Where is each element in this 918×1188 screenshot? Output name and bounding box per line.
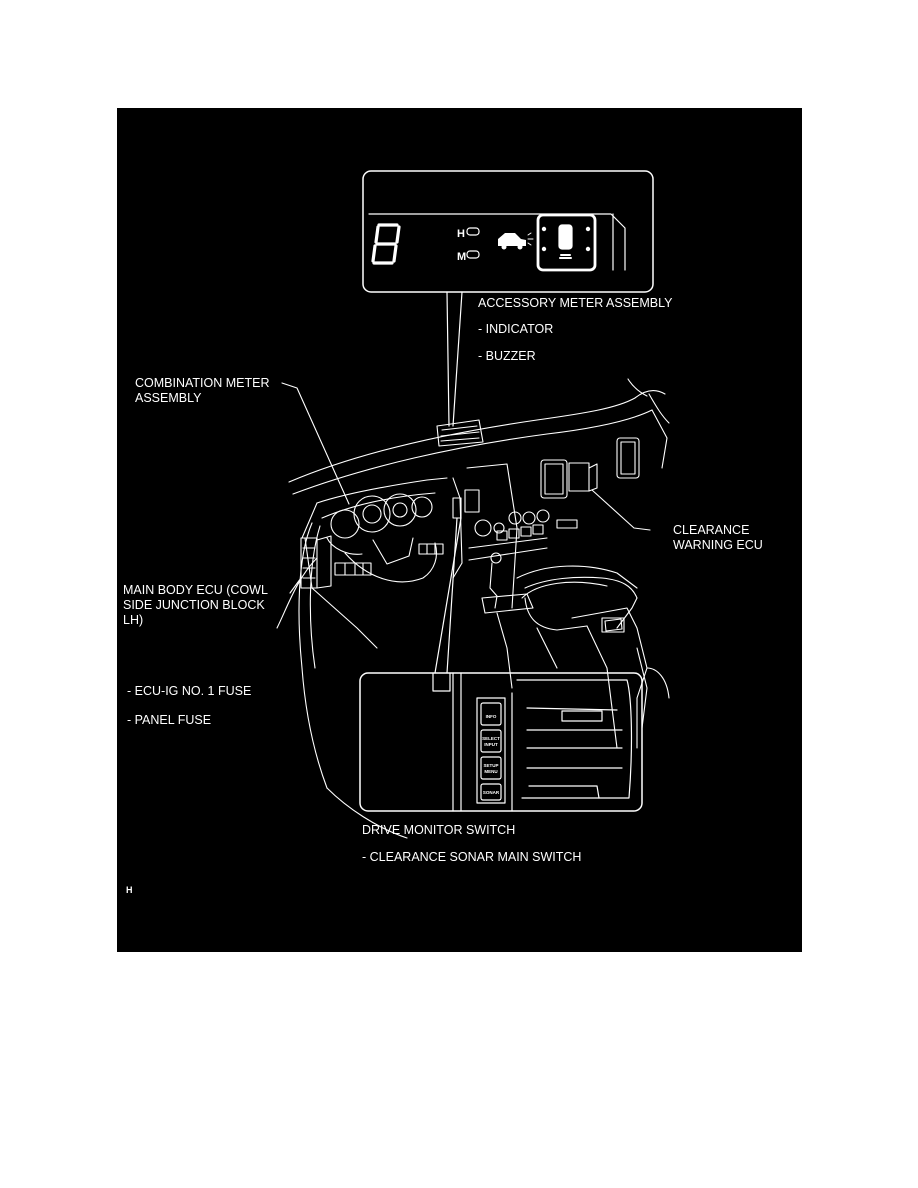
label-clearance-sonar-main-switch: - CLEARANCE SONAR MAIN SWITCH — [362, 850, 582, 864]
car-icon — [498, 233, 526, 250]
label-main-body-line2: SIDE JUNCTION BLOCK — [123, 598, 265, 612]
label-panel-fuse: - PANEL FUSE — [127, 713, 212, 727]
label-main-body-line1: MAIN BODY ECU (COWL — [123, 583, 268, 597]
label-clearance-warning-ecu: CLEARANCE WARNING ECU — [673, 523, 763, 553]
label-drive-monitor-switch: DRIVE MONITOR SWITCH — [362, 823, 516, 837]
switch-button-sonar: SONAR — [483, 790, 500, 795]
label-accessory-buzzer: - BUZZER — [478, 349, 536, 363]
drive-monitor-switch-inset — [359, 517, 643, 812]
mode-h-text: H — [457, 228, 465, 240]
label-ecu-ig-fuse: - ECU-IG NO. 1 FUSE — [127, 684, 252, 698]
label-main-body-ecu: MAIN BODY ECU (COWL SIDE JUNCTION BLOCK … — [123, 583, 268, 628]
label-main-body-line3: LH) — [123, 613, 144, 627]
switch-button-info: INFO — [486, 714, 497, 719]
label-accessory-meter: ACCESSORY METER ASSEMBLY — [478, 296, 673, 310]
corner-code: H — [126, 885, 133, 895]
label-combination-meter-line1: COMBINATION METER — [135, 376, 270, 390]
label-clearance-ecu-line2: WARNING ECU — [673, 538, 763, 552]
segment-digit-icon — [371, 223, 401, 265]
mode-m-text: M — [457, 251, 466, 263]
label-combination-meter-line2: ASSEMBLY — [135, 391, 202, 405]
dashboard-outline — [276, 378, 670, 839]
label-combination-meter: COMBINATION METER ASSEMBLY — [135, 376, 270, 406]
label-accessory-indicator: - INDICATOR — [478, 322, 554, 336]
label-clearance-ecu-line1: CLEARANCE — [673, 523, 750, 537]
leader-lines — [281, 382, 651, 594]
sonar-indicator-icon — [536, 213, 597, 272]
accessory-meter-inset — [362, 170, 654, 427]
